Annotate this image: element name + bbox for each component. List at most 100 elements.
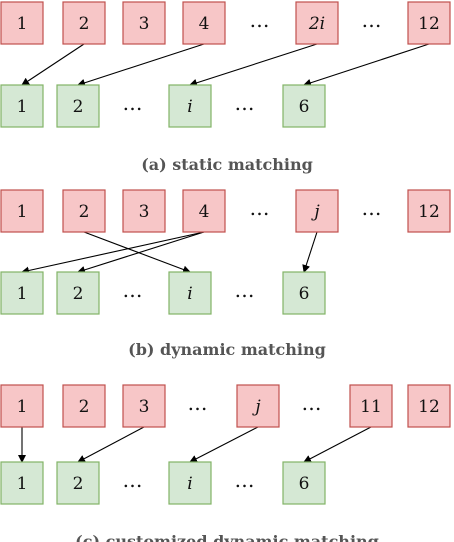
panel-3-bottom-6-box: 6: [282, 461, 326, 505]
panel-1-bottom-2-box-rect: [56, 84, 100, 128]
panel-2-bottom-i-box-label: i: [187, 284, 192, 304]
panel-1-top-2-box-rect: [62, 1, 106, 45]
panel-1-arrow-2i-to-i: [189, 43, 318, 87]
panel-3-top-11-box: 11: [349, 384, 393, 428]
panel-3-top-12-box-label: 12: [418, 397, 440, 417]
panel-2-top-j-box-rect: [295, 189, 339, 233]
panel-1-top-2i-box-rect: [295, 1, 339, 45]
panel-1-bottom-dots-2-box: …: [123, 91, 146, 115]
panel-2-top-12-box-rect: [407, 189, 451, 233]
panel-3-top-2-box: 2: [62, 384, 106, 428]
panel-3-bottom-dots-2-ellipsis: …: [123, 468, 146, 492]
panel-1-top-4-box-rect: [182, 1, 226, 45]
panel-1-top-1-box-label: 1: [17, 14, 28, 34]
panel-1-bottom-6-box-rect: [282, 84, 326, 128]
panel-1-top-dots-4-box: …: [250, 8, 273, 32]
panel-1-bottom-dots-2-ellipsis: …: [123, 91, 146, 115]
panel-3-bottom-i-box-label: i: [187, 474, 192, 494]
panel-2-top-1-box-label: 1: [17, 202, 28, 222]
panel-1-bottom-i-box: i: [168, 84, 212, 128]
panel-1-top-dots-6-ellipsis: …: [362, 8, 385, 32]
panel-2-top-1-box-rect: [0, 189, 44, 233]
panel-2-top-j-box-label: j: [310, 202, 320, 222]
panel-3-bottom-i-box: i: [168, 461, 212, 505]
panel-2-bottom-2-box-label: 2: [73, 284, 84, 304]
panel-1-arrow-12-to-6: [303, 43, 430, 87]
panel-3-top-12-box: 12: [407, 384, 451, 428]
panel-3-top-dots-5-ellipsis: …: [302, 391, 325, 415]
panel-2-bottom-i-box: i: [168, 271, 212, 315]
panel-1-top-dots-4-ellipsis: …: [250, 8, 273, 32]
panel-3-bottom-1-box-label: 1: [17, 474, 28, 494]
panel-1-arrow-2-to-1: [21, 43, 85, 86]
panel-1-bottom-1-box-rect: [0, 84, 44, 128]
panel-1-top-12-box: 12: [407, 1, 451, 45]
panel-2-top-3-box: 3: [122, 189, 166, 233]
panel-2-caption: (b) dynamic matching: [128, 340, 326, 359]
panel-2-bottom-dots-4-ellipsis: …: [235, 278, 258, 302]
panel-2-arrow-j-to-6: [302, 231, 318, 273]
panel-3-top-11-box-rect: [349, 384, 393, 428]
panel-3-bottom-1-box-rect: [0, 461, 44, 505]
panel-3-bottom-2-box: 2: [56, 461, 100, 505]
panel-3-top-1-box-rect: [0, 384, 44, 428]
panel-3-top-1-box: 1: [0, 384, 44, 428]
panel-3-top-j-box-rect: [236, 384, 280, 428]
panel-2-top-4-box-label: 4: [199, 202, 210, 222]
panel-1-top-3-box-rect: [122, 1, 166, 45]
panel-2-bottom-6-box-rect: [282, 271, 326, 315]
panel-3-bottom-dots-4-box: …: [235, 468, 258, 492]
panel-1-bottom-2-box-label: 2: [73, 97, 84, 117]
panel-2-top-4-box: 4: [182, 189, 226, 233]
panel-3-caption: (c) customized dynamic matching: [75, 532, 379, 542]
panel-3-top-1-box-label: 1: [17, 397, 28, 417]
panel-1-top-4-box: 4: [182, 1, 226, 45]
panel-2-top-dots-4-ellipsis: …: [250, 196, 273, 220]
panel-2-bottom-2-box-rect: [56, 271, 100, 315]
panel-1-arrow-4-to-2: [77, 43, 205, 87]
panel-3-bottom-i-box-rect: [168, 461, 212, 505]
panel-3-top-dots-3-box: …: [188, 391, 211, 415]
panel-1-top-3-box: 3: [122, 1, 166, 45]
panel-2-top-3-box-rect: [122, 189, 166, 233]
panel-3-top-3-box-rect: [122, 384, 166, 428]
panel-3-top-j-box-label: j: [251, 397, 261, 417]
panel-2-bottom-1-box-rect: [0, 271, 44, 315]
panel-1-bottom-2-box: 2: [56, 84, 100, 128]
panel-2-bottom-dots-2-ellipsis: …: [123, 278, 146, 302]
panel-1-top-dots-6-box: …: [362, 8, 385, 32]
panel-2-bottom-6-box: 6: [282, 271, 326, 315]
panel-3-top-3-box-label: 3: [139, 397, 150, 417]
panel-1-top-2i-box-label: 2i: [308, 14, 325, 34]
panel-2-top-j-box: j: [295, 189, 339, 233]
panel-1-bottom-dots-4-ellipsis: …: [235, 91, 258, 115]
panel-3-arrow-j-to-i: [189, 426, 259, 463]
panel-2-top-dots-6-box: …: [362, 196, 385, 220]
panel-2-bottom-i-box-rect: [168, 271, 212, 315]
panel-2-bottom-dots-4-box: …: [235, 278, 258, 302]
panel-3-arrow-11-to-6: [303, 426, 372, 463]
panel-2-top-dots-6-ellipsis: …: [362, 196, 385, 220]
panel-2-top-2-box: 2: [62, 189, 106, 233]
panel-1-top-2i-box: 2i: [295, 1, 339, 45]
panel-1-bottom-dots-4-box: …: [235, 91, 258, 115]
panel-3-top-3-box: 3: [122, 384, 166, 428]
panel-1-bottom-1-box: 1: [0, 84, 44, 128]
panel-1-bottom-1-box-label: 1: [17, 97, 28, 117]
panel-2-top-2-box-label: 2: [79, 202, 90, 222]
panel-1-bottom-i-box-rect: [168, 84, 212, 128]
panel-3-arrow-3-to-2: [77, 426, 145, 463]
panel-1-top-1-box-rect: [0, 1, 44, 45]
panel-3-bottom-6-box-label: 6: [299, 474, 310, 494]
panel-3-bottom-dots-4-ellipsis: …: [235, 468, 258, 492]
panel-2-top-12-box-label: 12: [418, 202, 440, 222]
panel-3-bottom-2-box-rect: [56, 461, 100, 505]
panel-2-top-4-box-rect: [182, 189, 226, 233]
panel-2-top-12-box: 12: [407, 189, 451, 233]
panel-3-top-dots-3-ellipsis: …: [188, 391, 211, 415]
panel-2-bottom-dots-2-box: …: [123, 278, 146, 302]
panel-1-top-12-box-label: 12: [418, 14, 440, 34]
panel-1-top-2-box: 2: [62, 1, 106, 45]
panel-2-bottom-2-box: 2: [56, 271, 100, 315]
